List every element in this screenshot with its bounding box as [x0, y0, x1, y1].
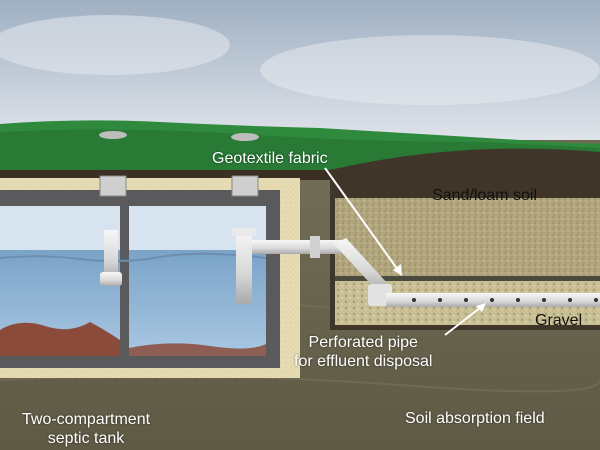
- tank-partition: [120, 206, 129, 356]
- outlet-tee: [236, 228, 252, 304]
- riser-2: [231, 175, 259, 197]
- geotextile-fabric-layer: [335, 276, 600, 281]
- label-perforated-pipe: Perforated pipe for effluent disposal: [294, 333, 432, 371]
- sand-loam-layer: [335, 198, 600, 278]
- label-perforated-pipe-line1: Perforated pipe: [308, 334, 418, 351]
- outlet-pipe: [252, 240, 342, 254]
- sludge-layer: [0, 322, 120, 356]
- inlet-baffle: [104, 230, 118, 280]
- label-septic-tank: Two-compartment septic tank: [22, 410, 150, 448]
- label-perforated-pipe-line2: for effluent disposal: [294, 353, 433, 370]
- arrow-icon: [324, 167, 486, 336]
- label-geotextile-fabric: Geotextile fabric: [212, 150, 328, 167]
- label-septic-tank-line1: Two-compartment: [22, 411, 151, 428]
- label-septic-tank-line2: septic tank: [47, 430, 125, 447]
- drop-pipe: [334, 238, 388, 292]
- label-soil-absorption-field: Soil absorption field: [405, 410, 545, 427]
- label-gravel: Gravel: [535, 312, 583, 329]
- pipe-perforation-icon: [412, 298, 598, 302]
- riser-1: [99, 175, 127, 197]
- label-sand-loam-soil: Sand/loam soil: [432, 187, 537, 204]
